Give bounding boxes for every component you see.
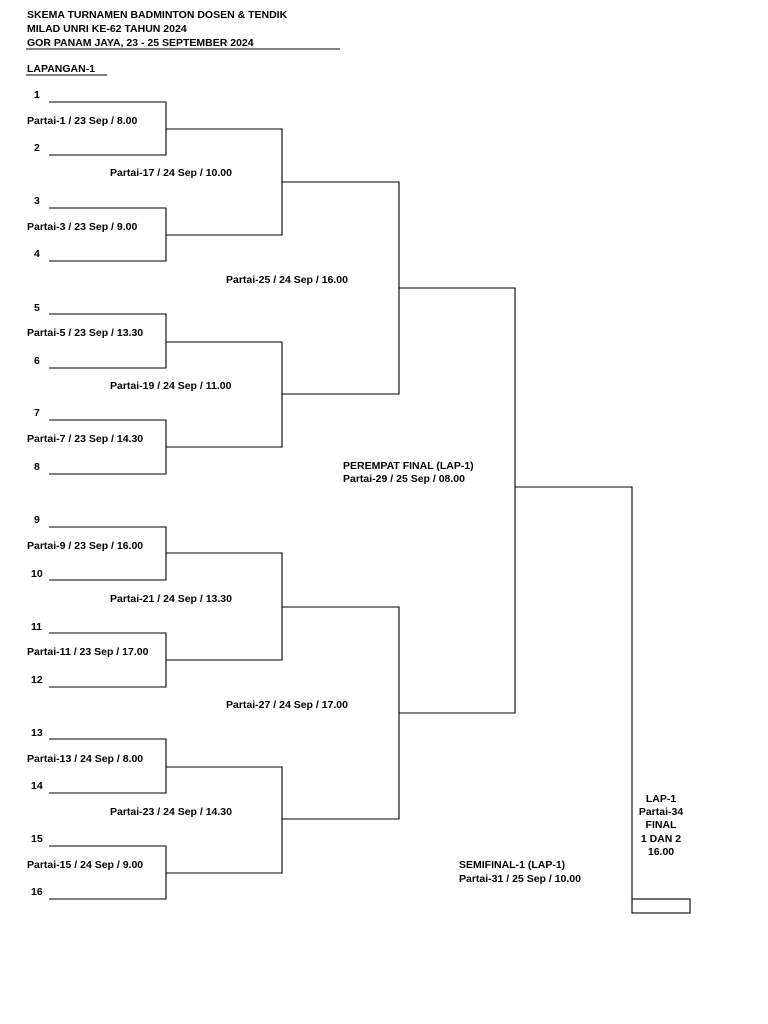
seed-number: 9 [34,514,40,526]
round1-match-label: Partai-3 / 23 Sep / 9.00 [27,221,138,233]
final-time: 16.00 [647,846,675,858]
r2-match-21 [166,552,283,661]
seed-number: 8 [34,461,40,473]
seed-number: 6 [34,355,40,367]
qf-match-29 [399,287,516,714]
semifinal-title: SEMIFINAL-1 (LAP-1) [459,859,566,871]
seed-number: 11 [31,621,43,633]
r1-match-7 [49,419,167,475]
seed-number: 16 [31,886,43,898]
round2-match-label: Partai-19 / 24 Sep / 11.00 [110,380,232,392]
r1-match-15 [49,845,167,900]
r1-match-1 [49,101,167,156]
r1-match-11 [49,632,167,688]
r2-match-17 [166,128,283,236]
final-box [631,898,691,914]
seed-number: 14 [31,780,43,792]
semifinal-match-label: Partai-31 / 25 Sep / 10.00 [459,873,581,885]
seed-number: 15 [31,833,43,845]
r1-match-3 [49,207,167,262]
round3-match-label: Partai-25 / 24 Sep / 16.00 [226,274,348,286]
round1-match-label: Partai-7 / 23 Sep / 14.30 [27,433,144,445]
round1-match-label: Partai-15 / 24 Sep / 9.00 [27,859,144,871]
final-court: LAP-1 [645,793,677,805]
round2-match-label: Partai-17 / 24 Sep / 10.00 [110,167,232,179]
r2-match-23 [166,766,283,874]
seed-number: 5 [34,302,40,314]
seed-number: 13 [31,727,43,739]
sf-match-31 [515,486,633,899]
r1-match-13 [49,738,167,794]
round3-match-label: Partai-27 / 24 Sep / 17.00 [226,699,348,711]
round1-match-label: Partai-9 / 23 Sep / 16.00 [27,540,144,552]
seed-number: 2 [34,142,40,154]
final-title: FINAL [645,819,677,831]
seed-number: 4 [34,248,40,260]
title-line-3: GOR PANAM JAYA, 23 - 25 SEPTEMBER 2024 [27,37,254,49]
seed-number: 10 [31,568,43,580]
quarterfinal-match-label: Partai-29 / 25 Sep / 08.00 [343,473,465,485]
round1-match-label: Partai-5 / 23 Sep / 13.30 [27,327,144,339]
r1-match-5 [49,313,167,369]
round2-match-label: Partai-21 / 24 Sep / 13.30 [110,593,232,605]
round2-match-label: Partai-23 / 24 Sep / 14.30 [110,806,232,818]
title-line-2: MILAD UNRI KE-62 TAHUN 2024 [27,23,187,35]
final-participants: 1 DAN 2 [640,833,682,845]
r3-match-27 [282,606,400,820]
r3-match-25 [282,181,400,395]
round1-match-label: Partai-1 / 23 Sep / 8.00 [27,115,138,127]
quarterfinal-title: PEREMPAT FINAL (LAP-1) [343,460,474,472]
seed-number: 3 [34,195,40,207]
r2-match-19 [166,341,283,448]
r1-match-9 [49,526,167,581]
final-match-number: Partai-34 [638,806,684,818]
round1-match-label: Partai-11 / 23 Sep / 17.00 [27,646,149,658]
round1-match-label: Partai-13 / 24 Sep / 8.00 [27,753,144,765]
seed-number: 12 [31,674,43,686]
title-line-1: SKEMA TURNAMEN BADMINTON DOSEN & TENDIK [27,9,288,21]
seed-number: 7 [34,407,40,419]
court-label: LAPANGAN-1 [27,63,96,75]
seed-number: 1 [34,89,40,101]
